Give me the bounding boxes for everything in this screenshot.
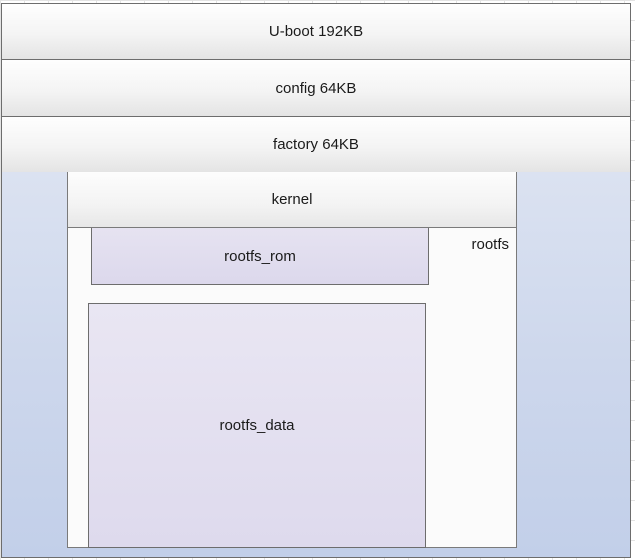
uboot-partition: U-boot 192KB [1, 3, 631, 60]
rootfs-rom-partition: rootfs_rom [91, 228, 429, 285]
factory-label: factory 64KB [273, 136, 359, 153]
rootfs-rom-label: rootfs_rom [224, 247, 296, 265]
factory-partition: factory 64KB [1, 116, 631, 173]
kernel-label: kernel [271, 191, 313, 208]
config-partition: config 64KB [1, 59, 631, 117]
rootfs-data-partition: rootfs_data [88, 303, 426, 548]
rootfs-data-label: rootfs_data [219, 417, 295, 434]
rootfs-label: rootfs [471, 236, 509, 253]
uboot-label: U-boot 192KB [268, 23, 364, 40]
kernel-partition: kernel [67, 172, 517, 228]
config-label: config 64KB [275, 79, 357, 97]
